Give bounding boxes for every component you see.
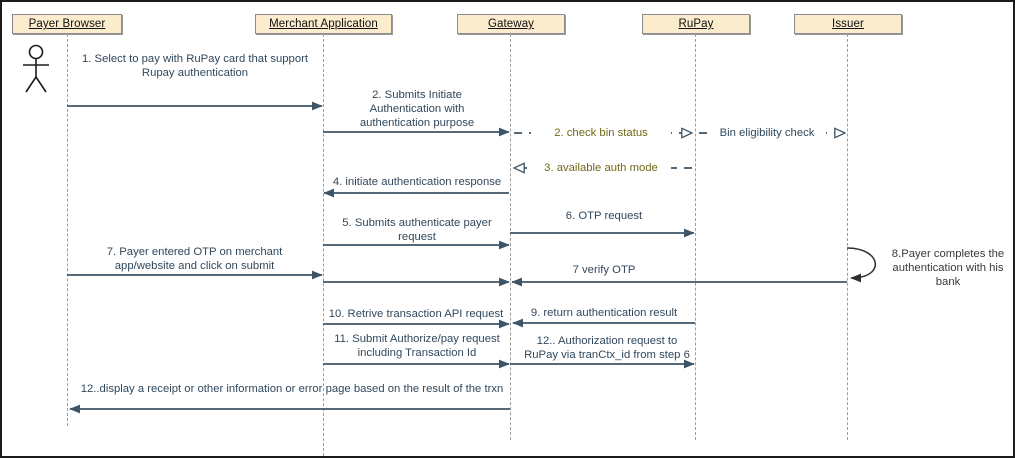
lifeline-label-merchant-application: Merchant Application bbox=[269, 18, 378, 30]
lifeline-label-payer-browser: Payer Browser bbox=[28, 18, 106, 30]
payer-actor-icon bbox=[23, 44, 49, 93]
msg-label-1: 1. Select to pay with RuPay card that su… bbox=[81, 53, 309, 79]
lifeline-header-merchant-application[interactable]: Merchant Application bbox=[255, 14, 392, 34]
lifeline-label-gateway: Gateway bbox=[487, 18, 535, 30]
lifeline-line-issuer bbox=[847, 34, 848, 440]
msg-label-8: 8.Payer completes the authentication wit… bbox=[891, 248, 1005, 288]
lifeline-label-issuer: Issuer bbox=[832, 18, 864, 30]
lifeline-header-issuer[interactable]: Issuer bbox=[794, 14, 902, 34]
msg-label-2: 2. Submits Initiate Authentication with … bbox=[359, 89, 475, 129]
msg-label-4: 4. initiate authentication response bbox=[332, 176, 502, 188]
msg-label-3: 3. available auth mode bbox=[531, 161, 671, 175]
lifeline-header-gateway[interactable]: Gateway bbox=[457, 14, 565, 34]
lifeline-header-rupay[interactable]: RuPay bbox=[642, 14, 750, 34]
arrow-msg-8-self-loop bbox=[846, 247, 877, 283]
msg-label-12: 12.. Authorization request to RuPay via … bbox=[524, 335, 690, 361]
msg-label-12-display-receipt: 12..display a receipt or other informati… bbox=[80, 383, 504, 395]
msg-label-10: 10. Retrive transaction API request bbox=[328, 308, 504, 320]
msg-label-11: 11. Submit Authorize/pay request includi… bbox=[334, 333, 500, 359]
msg-label-9: 9. return authentication result bbox=[530, 307, 678, 319]
msg-label-2-check-bin-status: 2. check bin status bbox=[531, 126, 671, 140]
lifeline-line-payer-browser bbox=[67, 34, 68, 426]
msg-label-5: 5. Submits authenticate payer request bbox=[342, 217, 492, 243]
msg-label-2-bin-eligibility-check: Bin eligibility check bbox=[708, 126, 826, 140]
msg-label-7: 7. Payer entered OTP on merchant app/web… bbox=[106, 246, 283, 272]
lifeline-header-payer-browser[interactable]: Payer Browser bbox=[12, 14, 122, 34]
lifeline-line-gateway bbox=[510, 34, 511, 440]
msg-label-7-verify-otp: 7 verify OTP bbox=[572, 264, 636, 276]
msg-label-6: 6. OTP request bbox=[565, 210, 643, 222]
lifeline-label-rupay: RuPay bbox=[678, 18, 714, 30]
lifeline-line-rupay bbox=[695, 34, 696, 440]
